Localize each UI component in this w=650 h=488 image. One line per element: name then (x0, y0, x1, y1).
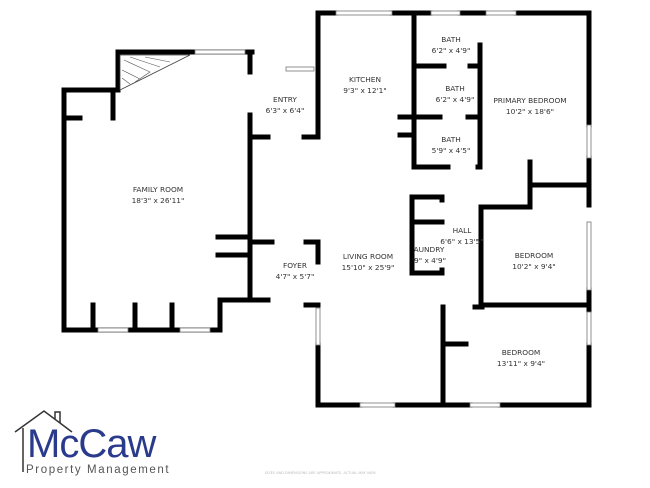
family-room-dims: 18'3" x 26'11" (132, 196, 185, 205)
foyer-dims: 4'7" x 5'7" (276, 272, 315, 281)
foyer-name: FOYER (283, 261, 307, 270)
logo-name: McCaw (27, 422, 156, 466)
logo-tagline: Property Management (26, 464, 171, 476)
bath2-name: BATH (445, 84, 465, 93)
bath2-dims: 6'2" x 4'9" (436, 95, 475, 104)
walls (61, 10, 592, 408)
bath1-dims: 6'2" x 4'9" (432, 46, 471, 55)
bedroom1-dims: 10'2" x 9'4" (512, 262, 555, 271)
room-labels: FAMILY ROOM 18'3" x 26'11" ENTRY 6'3" x … (132, 35, 567, 368)
hall-name: HALL (453, 226, 473, 235)
kitchen-dims: 9'3" x 12'1" (343, 86, 386, 95)
entry-name: ENTRY (273, 95, 297, 104)
windows (97, 10, 592, 408)
kitchen-name: KITCHEN (349, 75, 381, 84)
bedroom2-dims: 13'11" x 9'4" (497, 359, 545, 368)
laundry-dims: '9" x 4'9" (412, 256, 446, 265)
laundry-name: AUNDRY (414, 245, 445, 254)
bath1-name: BATH (441, 35, 461, 44)
disclaimer: SIZES AND DIMENSIONS ARE APPROXIMATE, AC… (265, 471, 377, 475)
family-room-name: FAMILY ROOM (133, 185, 183, 194)
bath3-name: BATH (441, 135, 461, 144)
bedroom2-name: BEDROOM (502, 348, 541, 357)
bath3-dims: 5'9" x 4'5" (432, 146, 471, 155)
hall-dims: 6'6" x 13'5" (440, 237, 483, 246)
fireplace (119, 54, 191, 91)
living-room-dims: 15'10" x 25'9" (342, 263, 395, 272)
entry-dims: 6'3" x 6'4" (266, 106, 305, 115)
primary-bedroom-name: PRIMARY BEDROOM (493, 96, 566, 105)
living-room-name: LIVING ROOM (343, 252, 393, 261)
bedroom1-name: BEDROOM (515, 251, 554, 260)
house-logo-icon (14, 410, 73, 472)
primary-bedroom-dims: 10'2" x 18'6" (506, 107, 554, 116)
